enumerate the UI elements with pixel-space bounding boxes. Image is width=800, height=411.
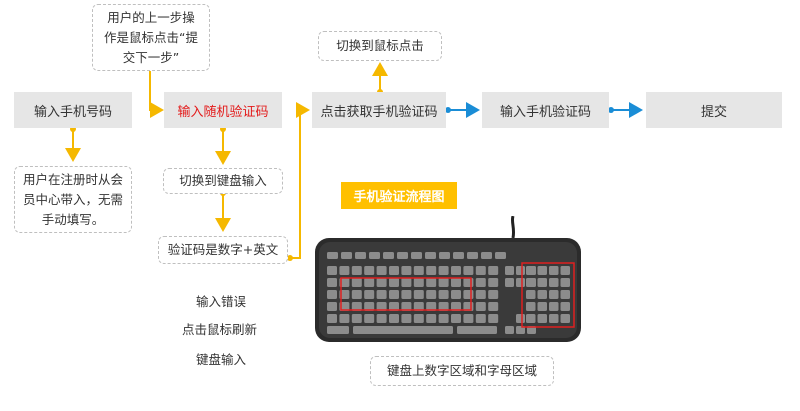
flow-step-5-label: 提交 <box>700 104 727 120</box>
note-switch-to-mouse: 切换到鼠标点击 <box>318 31 442 61</box>
flow-step-4: 输入手机验证码 <box>482 92 609 128</box>
arrow-prev-action-to-step2 <box>149 71 164 118</box>
arrow-step3-to-mouse <box>372 62 388 95</box>
flow-step-5: 提交 <box>646 92 782 128</box>
flow-arrow-3-4 <box>608 102 643 118</box>
flow-step-2: 输入随机验证码 <box>164 92 282 128</box>
arrow-keyboard-to-codetype <box>215 190 231 232</box>
note-user-prev-action: 用户的上一步操作是鼠标点击“提交下一步” <box>92 4 210 71</box>
note-user-prev-action-text: 用户的上一步操作是鼠标点击“提交下一步” <box>104 9 198 65</box>
flow-step-1: 输入手机号码 <box>14 92 132 128</box>
flow-step-3-label: 点击获取手机验证码 <box>320 104 438 120</box>
title-badge: 手机验证流程图 <box>341 182 457 209</box>
keyboard-caption-text: 键盘上数字区域和字母区域 <box>386 363 537 378</box>
arrow-step2-to-keyboard <box>215 126 231 165</box>
keyboard-icon <box>315 215 581 342</box>
error-step-3: 键盘输入 <box>196 352 247 367</box>
note-switch-to-keyboard-text: 切换到键盘输入 <box>179 173 267 188</box>
flow-arrow-4-5 <box>445 102 480 118</box>
flow-step-3: 点击获取手机验证码 <box>312 92 446 128</box>
arrow-codetype-to-step3 <box>287 102 310 261</box>
note-code-type-text: 验证码是数字+英文 <box>167 242 279 257</box>
keyboard-illustration <box>313 215 583 348</box>
flow-step-1-label: 输入手机号码 <box>33 104 112 120</box>
note-switch-to-mouse-text: 切换到鼠标点击 <box>336 38 424 53</box>
keyboard-caption: 键盘上数字区域和字母区域 <box>370 356 554 386</box>
note-switch-to-keyboard: 切换到键盘输入 <box>163 168 283 194</box>
error-step-2: 点击鼠标刷新 <box>182 322 258 337</box>
arrow-step1-to-autofill <box>65 126 81 162</box>
note-auto-fill-text: 用户在注册时从会员中心带入，无需手动填写。 <box>23 171 124 227</box>
flow-step-4-label: 输入手机验证码 <box>499 104 591 120</box>
note-auto-fill: 用户在注册时从会员中心带入，无需手动填写。 <box>14 166 132 233</box>
error-step-1: 输入错误 <box>196 294 247 309</box>
note-code-type: 验证码是数字+英文 <box>158 236 288 264</box>
title-badge-text: 手机验证流程图 <box>353 190 445 205</box>
flow-step-2-label: 输入随机验证码 <box>177 104 269 120</box>
